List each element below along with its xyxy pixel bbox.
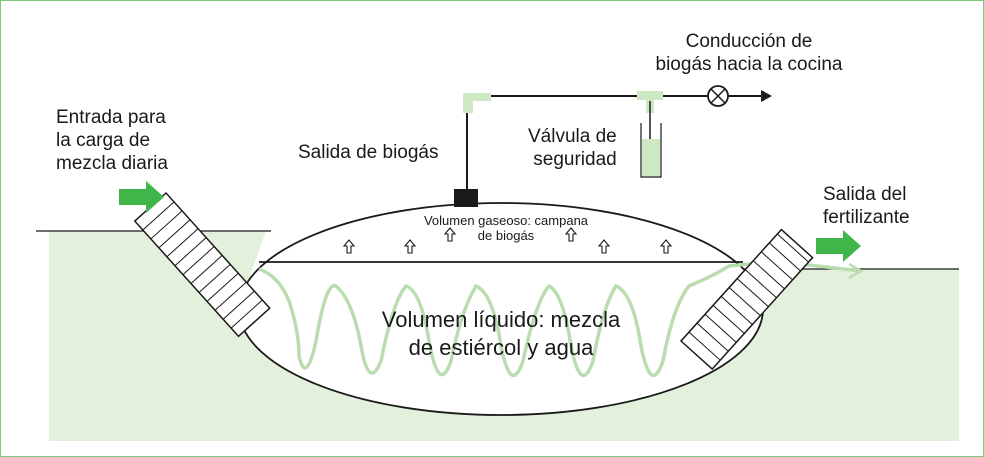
safety-valve-water xyxy=(642,139,660,176)
up-arrow-icon xyxy=(443,227,457,242)
kitchen-pipe-label: Conducción de biogás hacia la cocina xyxy=(655,31,843,75)
gas-outlet-block xyxy=(454,189,478,207)
ground-area xyxy=(49,231,959,441)
inlet-pipe xyxy=(133,191,271,338)
safety-valve-label: Válvula de seguridad xyxy=(528,126,617,170)
up-arrow-icon xyxy=(597,239,611,254)
up-arrow-icon xyxy=(659,239,673,254)
biogas-outlet-label: Salida de biogás xyxy=(298,142,439,163)
rising-gas-arrows xyxy=(342,227,673,254)
up-arrow-icon xyxy=(403,239,417,254)
up-arrow-icon xyxy=(342,239,356,254)
flow-arrowhead-icon xyxy=(761,90,772,102)
liquid-volume-label: Volumen líquido: mezcla de estiércol y a… xyxy=(381,307,621,360)
fertilizer-flow-arrowhead xyxy=(848,262,864,280)
inlet-arrow-icon xyxy=(119,181,164,213)
outlet-pipe xyxy=(679,228,814,371)
safety-valve-container xyxy=(640,123,662,178)
gas-volume-label: Volumen gaseoso: campana de biogás xyxy=(423,213,589,243)
up-arrow-icon xyxy=(564,227,578,242)
outlet-arrow-icon xyxy=(816,230,861,262)
elbow-fitting xyxy=(463,93,491,113)
fertilizer-outlet-label: Salida del fertilizante xyxy=(823,184,910,228)
inlet-label: Entrada para la carga de mezcla diaria xyxy=(56,107,168,174)
mixing-wave xyxy=(258,261,862,378)
